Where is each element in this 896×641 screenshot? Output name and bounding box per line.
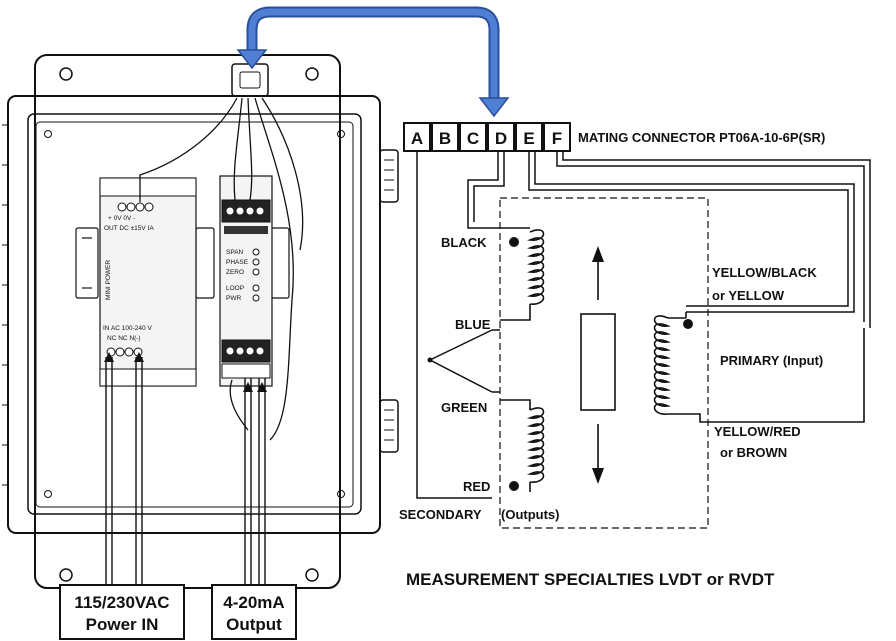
pin-a: A <box>411 129 423 148</box>
outputs-label: (Outputs) <box>501 507 559 522</box>
pin-box-d <box>487 122 515 152</box>
pin-box-a <box>403 122 431 152</box>
wire-label-black: BLACK <box>441 235 487 250</box>
wire-label-red: RED <box>463 479 490 494</box>
pin-e: E <box>523 129 534 148</box>
connection-arrow <box>236 6 510 118</box>
label-pwr: PWR <box>226 295 241 302</box>
connector-label: MATING CONNECTOR PT06A-10-6P(SR) <box>578 130 825 145</box>
psu-input-rating: IN AC 100-240 V <box>103 325 152 332</box>
field-wire-arrows <box>104 352 267 392</box>
diagram-caption: MEASUREMENT SPECIALTIES LVDT or RVDT <box>406 570 775 589</box>
psu-bottom-terminal-label: NC NC N(-) <box>107 335 141 342</box>
wire-label-or-yellow: or YELLOW <box>712 288 785 303</box>
primary-label: PRIMARY (Input) <box>720 353 823 368</box>
pin-c: C <box>467 129 479 148</box>
pin-box-c <box>459 122 487 152</box>
psu-output-rating: OUT DC ±15V IA <box>104 225 154 232</box>
power-in-box: 115/230VAC Power IN <box>59 584 185 640</box>
label-loop: LOOP <box>226 285 244 292</box>
din-rail-brackets <box>75 227 290 299</box>
power-supply-module: + 0V 0V - OUT DC ±15V IA MINI POWER IN A… <box>99 177 197 387</box>
power-in-line1: 115/230VAC <box>74 593 169 612</box>
wire-label-or-brown: or BROWN <box>720 445 787 460</box>
output-line2: Output <box>226 615 282 634</box>
secondary-label: SECONDARY <box>399 507 482 522</box>
lvdt-schematic <box>416 151 871 529</box>
pin-b: B <box>439 129 451 148</box>
wire-label-yellow-black: YELLOW/BLACK <box>712 265 817 280</box>
signal-conditioner-module: SPAN PHASE ZERO LOOP PWR <box>219 175 273 387</box>
output-box: 4-20mA Output <box>211 584 297 640</box>
pin-d: D <box>495 129 507 148</box>
pin-box-f <box>543 122 571 152</box>
wire-label-blue: BLUE <box>455 317 491 332</box>
label-span: SPAN <box>226 249 244 256</box>
pin-f: F <box>552 129 562 148</box>
mating-connector: A B C D E F MATING CONNECTOR PT06A-10-6P… <box>403 122 825 152</box>
power-in-line2: Power IN <box>86 615 159 634</box>
label-phase: PHASE <box>226 259 249 266</box>
field-wires <box>105 357 266 585</box>
psu-top-terminal-label: + 0V 0V - <box>108 215 135 222</box>
output-line1: 4-20mA <box>223 593 284 612</box>
label-zero: ZERO <box>226 269 244 276</box>
pin-box-b <box>431 122 459 152</box>
psu-brand-label: MINI POWER <box>105 260 112 300</box>
internal-wiring <box>139 97 304 441</box>
wire-label-green: GREEN <box>441 400 487 415</box>
enclosure <box>2 54 399 589</box>
wire-label-yellow-red: YELLOW/RED <box>714 424 801 439</box>
